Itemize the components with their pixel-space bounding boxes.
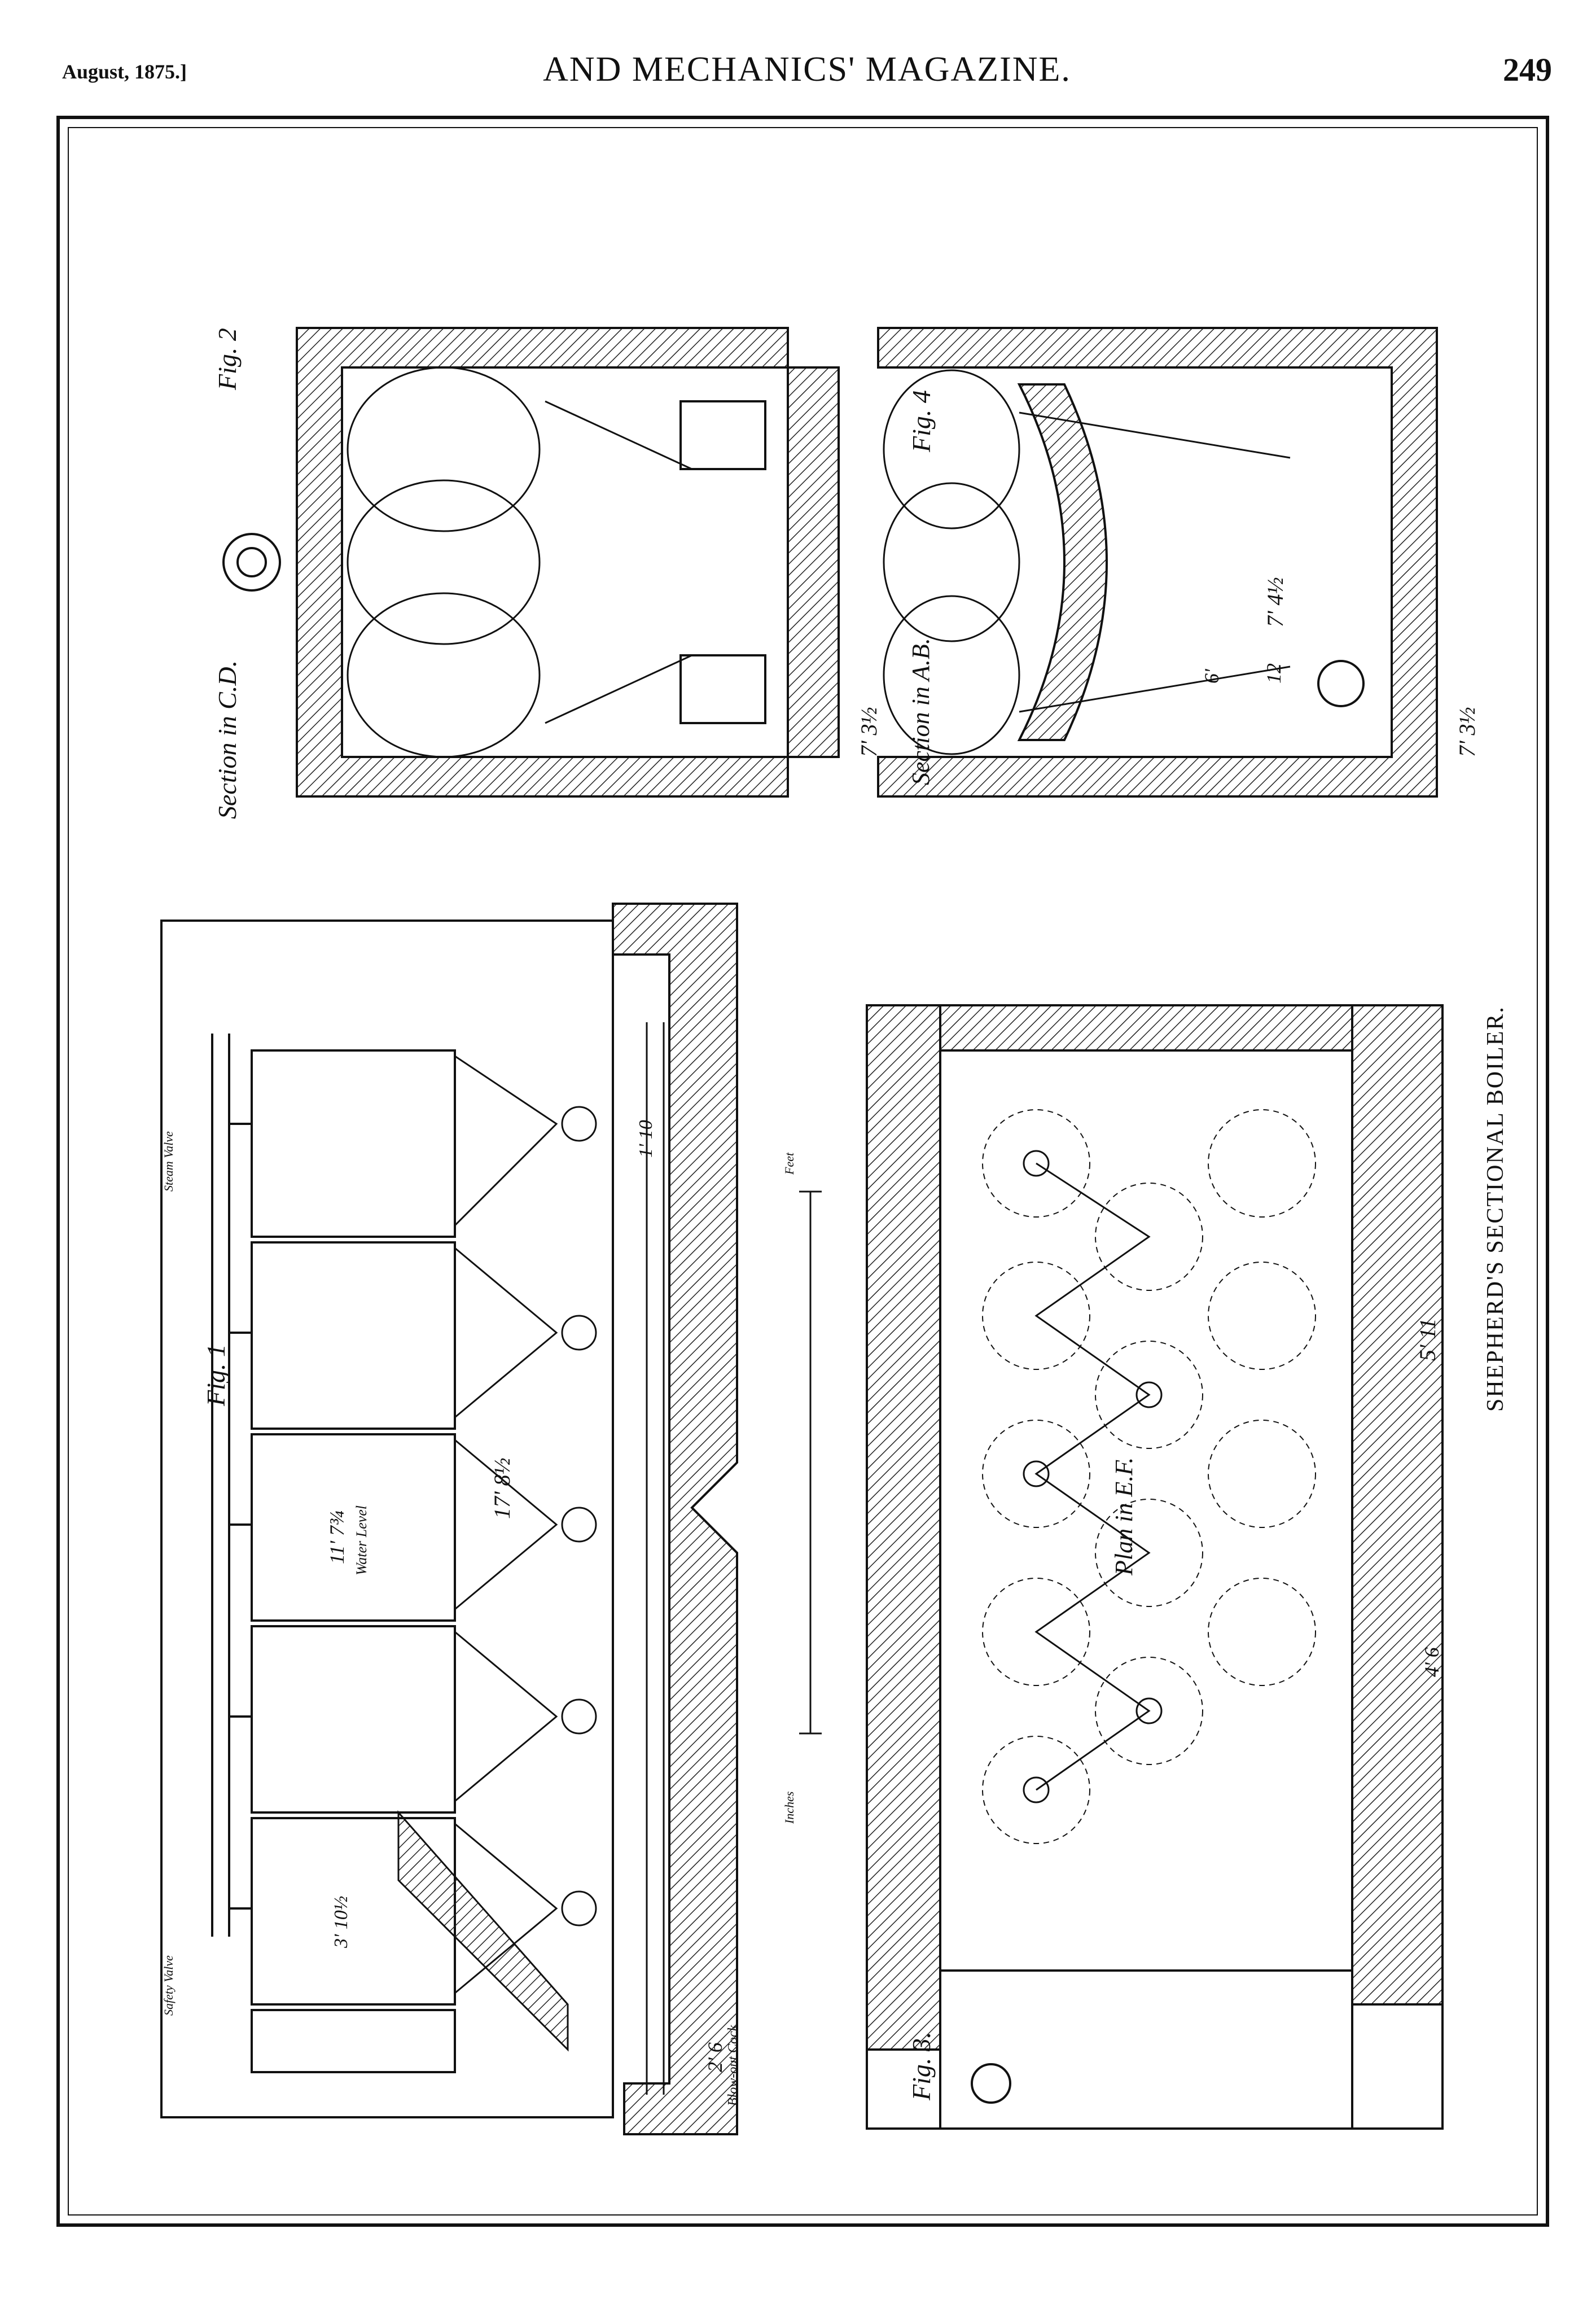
magazine-title: AND MECHANICS' MAGAZINE.: [543, 50, 1071, 89]
fig4-section-label: Section in A.B.: [907, 638, 935, 785]
fig1-drums: [251, 1049, 456, 2073]
annotation-label: Blow-out Cock: [726, 2025, 740, 2106]
fig2-section-label: Section in C.D.: [213, 660, 242, 819]
plate-inner-border: [68, 127, 1538, 2216]
fig2-steam-header: [222, 424, 298, 700]
fig3-label: Fig. 3.: [907, 2031, 936, 2100]
dimension-label: 2' 6: [704, 2042, 726, 2072]
fig1-drawing: [160, 903, 822, 2135]
issue-date: August, 1875.]: [62, 60, 187, 83]
fig1-label: Fig. 1: [201, 1344, 230, 1406]
fig2-right-flue: [679, 654, 766, 724]
dimension-label: 17' 8½: [489, 1457, 515, 1519]
fig1-brickwork: [612, 903, 738, 2135]
fig2-drawing: [222, 327, 840, 798]
fig2-left-flue: [679, 400, 766, 470]
fig3-drawing: [866, 1004, 1444, 2130]
dimension-label: 7' 3½: [1454, 707, 1480, 757]
engraving-plate: Fig. 1 Section in C.D. Fig. 2 Section in…: [56, 116, 1549, 2227]
fig3-tube-circles: [982, 1109, 1316, 1844]
fig3-section-label: Plan in E.F.: [1110, 1457, 1138, 1575]
annotation-label: Feet: [782, 1152, 796, 1175]
dimension-label: 6': [1200, 669, 1223, 684]
dimension-label: 3' 10½: [331, 1895, 352, 1948]
fig1-outline: [160, 920, 614, 2118]
fig1-steam-pipe: [211, 1034, 252, 1937]
page-number: 249: [1503, 51, 1552, 88]
dimension-label: 4' 6: [1420, 1647, 1443, 1677]
fig2-drums: [347, 366, 692, 758]
fig4-brickwork: [877, 327, 1438, 798]
fig4-mud-drum: [1317, 660, 1365, 707]
fig4-arch: [1017, 383, 1108, 741]
fig3-top-wall: [939, 1004, 1353, 1052]
fig1-grate: [397, 1810, 569, 2052]
boiler-drawing: [160, 327, 1444, 2135]
fig3-ashpit: [939, 1969, 1353, 2130]
annotation-label: Steam Valve: [161, 1131, 176, 1192]
fig1-lower-headers: [561, 1022, 665, 2095]
fig4-drawing: [877, 327, 1438, 798]
fig3-diagonal-bracing: [1034, 1162, 1151, 1791]
annotation-label: Safety Valve: [161, 1955, 176, 2016]
fig3-valve: [971, 2063, 1011, 2104]
fig4-drums: [883, 369, 1291, 755]
dimension-label: 1' 10: [635, 1120, 656, 1158]
dimension-label: 7' 4½: [1262, 577, 1288, 627]
fig3-right-wall: [1351, 1004, 1444, 2006]
annotation-label: Inches: [782, 1791, 796, 1824]
fig3-left-wall: [866, 1004, 941, 2051]
running-head: August, 1875.] AND MECHANICS' MAGAZINE. …: [62, 50, 1552, 95]
dimension-label: 12: [1262, 663, 1285, 684]
fig1-scale-bar: [799, 1190, 822, 1735]
fig2-label: Fig. 2: [213, 328, 242, 390]
annotation-label: Water Level: [353, 1505, 370, 1575]
fig4-label: Fig. 4: [907, 390, 936, 452]
fig2-chamber: [341, 366, 789, 758]
dimension-label: 7' 3½: [856, 707, 882, 757]
fig1-cones: [454, 1055, 558, 1994]
dimension-label: 5' 11: [1415, 1318, 1440, 1361]
fig3-tube-centres: [1023, 1150, 1163, 1803]
dimension-label: 11' 7¾: [326, 1510, 348, 1564]
plate-caption: SHEPHERD'S SECTIONAL BOILER.: [1483, 1006, 1509, 1412]
